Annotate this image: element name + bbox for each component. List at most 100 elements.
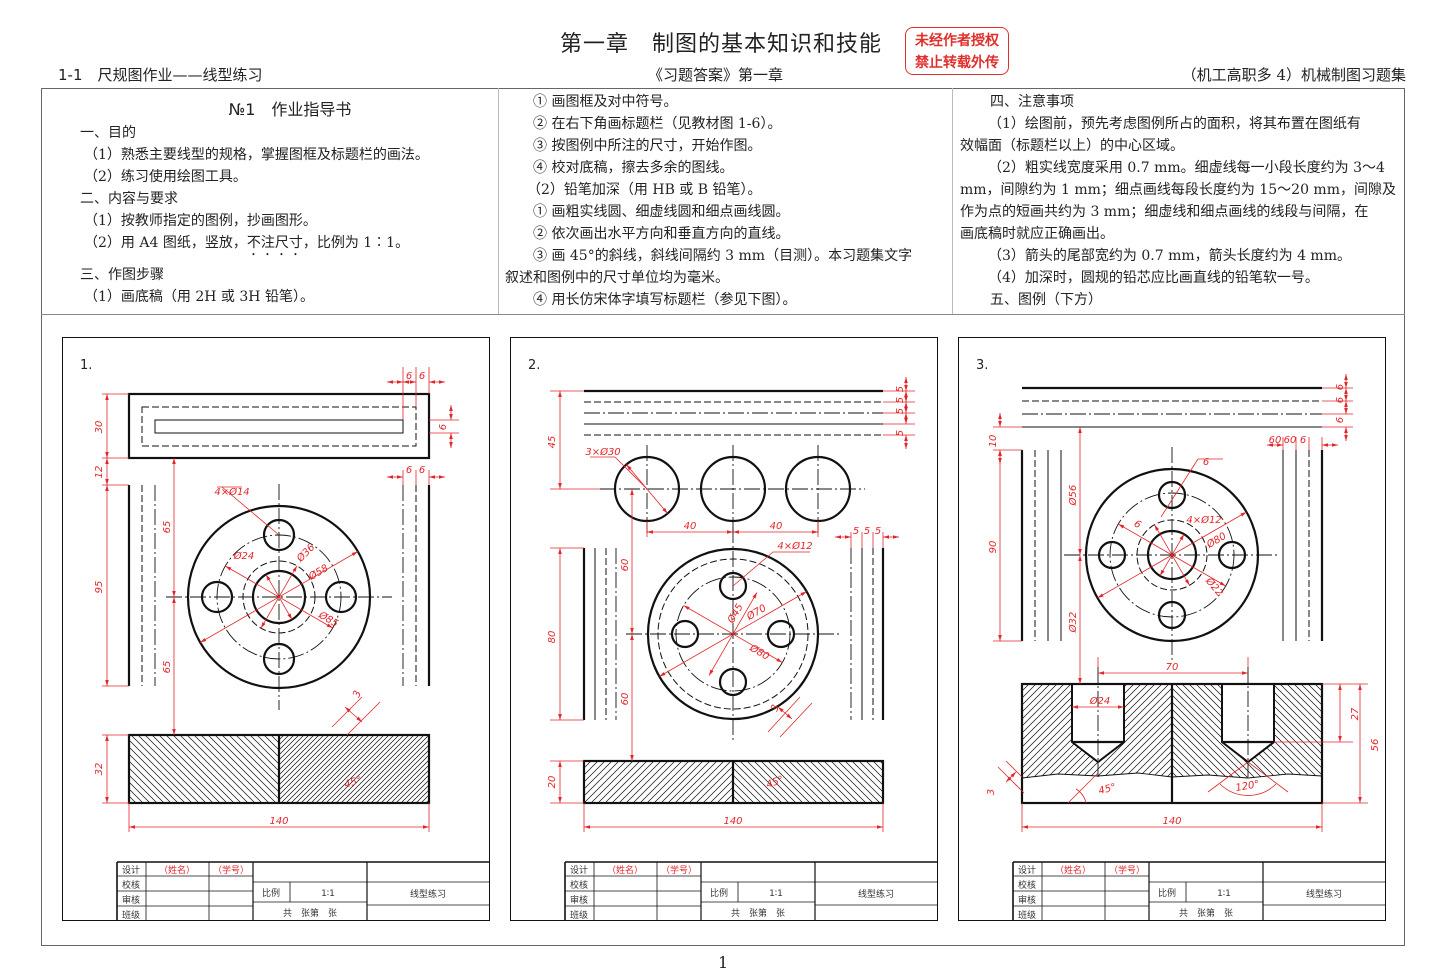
- arrowhead: [1077, 548, 1082, 555]
- hatch-line: [795, 760, 838, 803]
- arrowhead: [171, 596, 176, 603]
- hatch-line: [128, 739, 192, 803]
- hatch-line: [1171, 701, 1249, 779]
- hatch-line: [278, 734, 324, 780]
- hatch-line: [646, 760, 689, 803]
- hatch-line: [802, 760, 845, 803]
- dimension-label: 20: [547, 775, 558, 788]
- hatch-line: [278, 734, 294, 750]
- text: ，比例为 1∶1。: [302, 235, 410, 251]
- arrowhead: [903, 376, 908, 383]
- instruction-line: ③ 按图例中所注的尺寸，开始作图。: [533, 138, 762, 154]
- hatch-line: [732, 781, 754, 803]
- hatch-line: [214, 734, 279, 799]
- divider: [41, 314, 1405, 315]
- hatch-line: [823, 760, 866, 803]
- thin-line: [154, 419, 403, 433]
- dimension-label: Ø80: [1203, 530, 1228, 551]
- arrowhead: [1343, 407, 1348, 414]
- hatch-line: [278, 734, 334, 790]
- instruction-line: （1）绘图前，预先考虑图例所占的面积，将其布置在图纸有: [988, 116, 1361, 132]
- hatch-line: [415, 789, 429, 803]
- hatch-line: [809, 760, 852, 803]
- hatch-line: [1171, 708, 1242, 779]
- hatch-line: [1021, 683, 1057, 719]
- hatch-line: [242, 734, 279, 771]
- center-subtitle: 《习题答案》第一章: [648, 66, 784, 84]
- arrowhead: [997, 634, 1002, 641]
- arrowhead: [1266, 442, 1273, 447]
- instruction-line: （2）铅笔加深（用 HB 或 B 铅笔）。: [527, 182, 762, 198]
- hatch-line: [590, 760, 633, 803]
- dimension-label: 140: [723, 816, 742, 827]
- title-block-text: 1∶1: [321, 889, 335, 899]
- dimension-label: Ø32: [1067, 611, 1079, 633]
- title-block-text: 线型练习: [409, 888, 445, 900]
- hatch-line: [625, 760, 668, 803]
- hatch-line: [158, 734, 227, 803]
- arrowhead: [1071, 704, 1078, 709]
- arrowhead: [777, 706, 784, 712]
- title-block-text: 设计: [1017, 864, 1035, 876]
- arrowhead: [1315, 824, 1322, 829]
- dimension-label: 6: [1202, 457, 1208, 468]
- arrowhead: [1357, 796, 1362, 803]
- dimension-line: [708, 591, 757, 676]
- drawing-number: 2.: [528, 358, 540, 373]
- arrowhead: [557, 713, 562, 720]
- arrowhead: [903, 442, 908, 449]
- hatch-line: [280, 734, 349, 803]
- dimension-label: 3: [351, 689, 364, 699]
- instruction-line: ③ 画 45°的斜线，斜线间隔约 3 mm（目测）。本习题集文字: [533, 248, 913, 264]
- title-block-text: 班级: [121, 909, 139, 921]
- arrowhead: [104, 734, 109, 741]
- hatch-line: [370, 744, 429, 803]
- arrowhead: [629, 633, 634, 640]
- instruction-line: ④ 校对底稿，擦去多余的图线。: [533, 160, 734, 176]
- dimension-label: 60: [1268, 435, 1281, 446]
- arrowhead: [1009, 771, 1016, 778]
- hatch-line: [774, 760, 817, 803]
- title-block-text: 线型练习: [857, 888, 893, 900]
- hatch-line: [186, 734, 255, 803]
- dimension-label: 27: [1350, 707, 1361, 720]
- dimension-label: 60: [620, 692, 631, 705]
- arrowhead: [1337, 683, 1342, 690]
- arrowhead: [557, 482, 562, 489]
- dimension-label: 65: [162, 520, 173, 533]
- dimension-label: 5: [874, 526, 880, 537]
- hatch-line: [325, 734, 394, 803]
- arrowhead: [708, 668, 714, 676]
- arrowhead: [997, 412, 1002, 419]
- hatch-line: [1171, 736, 1214, 779]
- arrowhead: [428, 379, 435, 384]
- dimension-label: 45°: [1097, 781, 1117, 796]
- title-block-text: 设计: [569, 864, 587, 876]
- arrowhead: [1331, 442, 1338, 447]
- hatch-line: [310, 734, 379, 803]
- hatch-line: [1129, 736, 1172, 779]
- hatch-line: [739, 760, 782, 803]
- arrowhead: [1343, 426, 1348, 433]
- hatch-line: [760, 760, 803, 803]
- hatch-line: [667, 760, 710, 803]
- hatch-line: [207, 734, 276, 803]
- hatch-line: [172, 734, 241, 803]
- title-block-text: 审核: [121, 894, 139, 906]
- arrowhead: [171, 590, 176, 597]
- arrowhead: [104, 451, 109, 458]
- arrowhead: [1343, 373, 1348, 380]
- arrowhead: [448, 441, 453, 448]
- hatch-line: [1171, 750, 1200, 779]
- hatch-line: [660, 760, 703, 803]
- hatch-line: [1021, 683, 1078, 740]
- arrowhead: [726, 529, 733, 534]
- arrowhead: [683, 605, 690, 610]
- arrowhead: [104, 457, 109, 464]
- title-block-text: 设计: [121, 864, 139, 876]
- arrowhead: [811, 529, 818, 534]
- arrowhead: [104, 796, 109, 803]
- arrowhead: [1241, 670, 1248, 675]
